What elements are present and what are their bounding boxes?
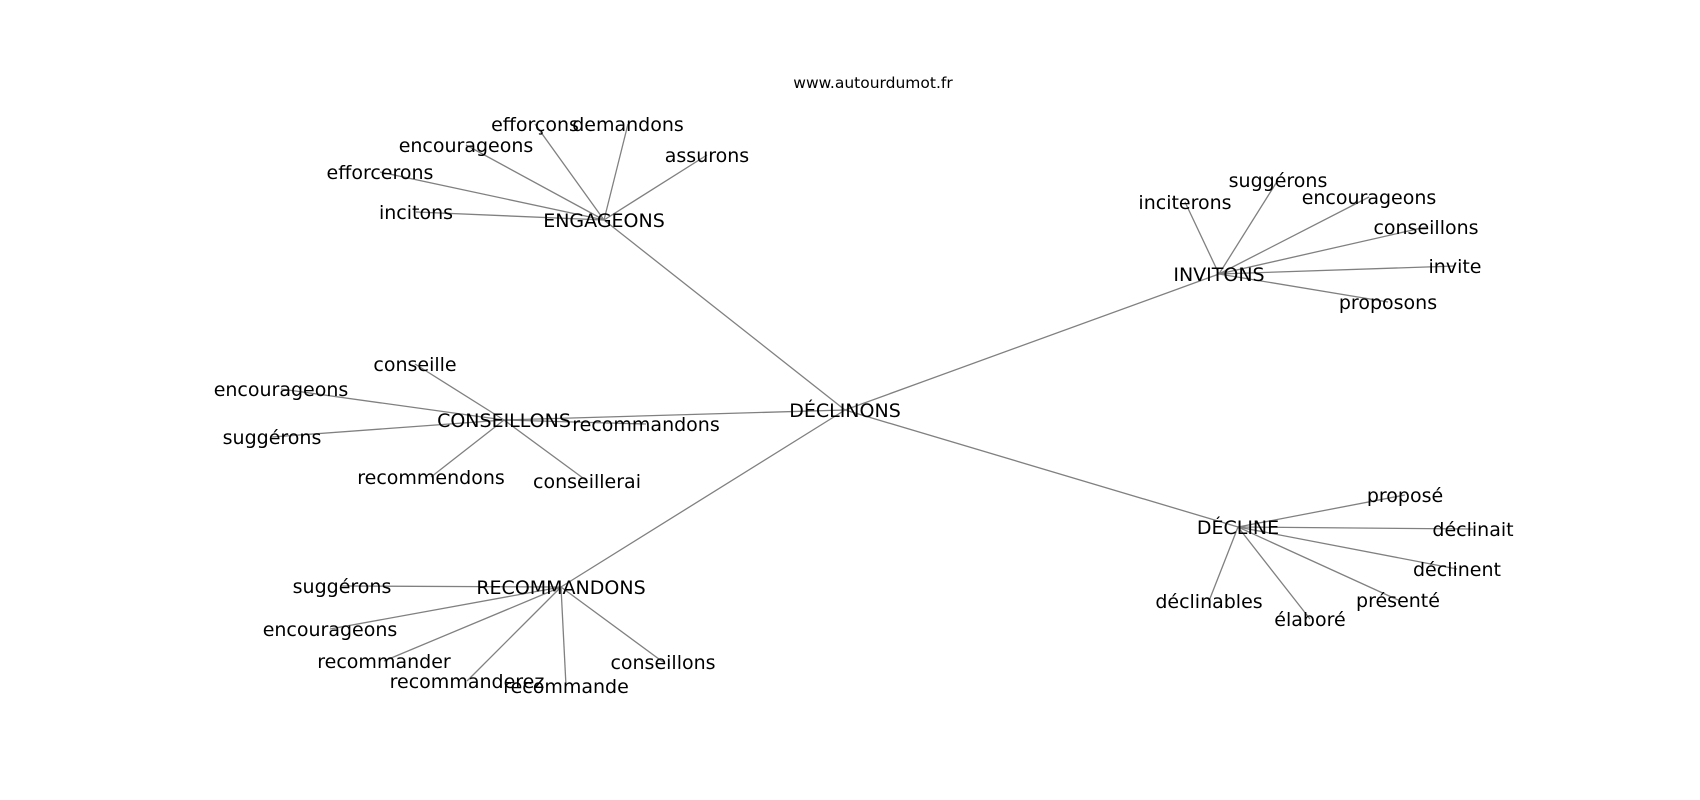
edge-hub-to-leaf	[1218, 265, 1456, 275]
leaf-node-label: suggérons	[223, 427, 322, 449]
leaf-node-label: recommanderez	[390, 671, 545, 693]
edge-hub-to-leaf	[1237, 526, 1474, 530]
leaf-node-label: inciterons	[1138, 192, 1231, 214]
leaf-node-label: conseille	[373, 354, 456, 376]
edge-hub-to-leaf	[414, 363, 505, 421]
edge-hub-to-leaf	[280, 388, 505, 421]
edge-center-to-hub	[844, 273, 1220, 411]
edge-hub-to-leaf	[603, 154, 708, 221]
leaf-node-label: suggérons	[1229, 170, 1328, 192]
edge-hub-to-leaf	[341, 585, 562, 588]
leaf-node-label: conseillons	[610, 652, 715, 674]
edge-hub-to-leaf	[415, 211, 605, 221]
leaf-node-label: demandons	[572, 114, 684, 136]
hub-node-label: INVITONS	[1173, 264, 1264, 286]
leaf-node-label: encourageons	[214, 379, 349, 401]
edge-hub-to-leaf	[560, 586, 567, 687]
edge-hub-to-leaf	[503, 419, 588, 482]
edge-hub-to-leaf	[271, 419, 505, 438]
leaf-node-label: encourageons	[1302, 187, 1437, 209]
edge-center-to-hub	[603, 219, 846, 411]
leaf-node-label: conseillerai	[533, 471, 641, 493]
leaf-node-label: déclinables	[1155, 591, 1262, 613]
edge-hub-to-leaf	[383, 586, 562, 662]
edge-center-to-hub	[844, 409, 1239, 528]
leaf-node-label: invite	[1429, 256, 1482, 278]
leaf-node-label: recommander	[317, 651, 451, 673]
leaf-node-label: encourageons	[399, 135, 534, 157]
edge-hub-to-leaf	[329, 586, 562, 630]
edge-hub-to-leaf	[1237, 526, 1399, 601]
edge-hub-to-leaf	[466, 586, 562, 682]
edge-hub-to-leaf	[503, 419, 647, 425]
edge-center-to-hub	[560, 409, 846, 588]
leaf-node-label: recommande	[503, 676, 629, 698]
edge-hub-to-leaf	[534, 123, 605, 221]
edge-hub-to-leaf	[430, 419, 505, 478]
leaf-node-label: présenté	[1356, 590, 1440, 612]
leaf-node-label: proposé	[1367, 485, 1443, 507]
edge-hub-to-leaf	[1218, 273, 1389, 303]
leaf-node-label: élaboré	[1274, 609, 1345, 631]
edge-hub-to-leaf	[1218, 226, 1427, 275]
leaf-node-label: recommendons	[357, 467, 505, 489]
leaf-node-label: recommandons	[572, 414, 719, 436]
edge-hub-to-leaf	[1208, 526, 1239, 602]
edge-hub-to-leaf	[603, 123, 629, 221]
leaf-node-label: efforçons	[491, 114, 579, 136]
edge-hub-to-leaf	[1218, 179, 1279, 275]
edge-hub-to-leaf	[1237, 526, 1311, 620]
edge-center-to-hub	[503, 409, 846, 421]
edge-hub-to-leaf	[1218, 196, 1370, 275]
leaf-node-label: conseillons	[1373, 217, 1478, 239]
hub-node-label: RECOMMANDONS	[476, 577, 645, 599]
leaf-node-label: déclinait	[1432, 519, 1513, 541]
edge-hub-to-leaf	[560, 586, 664, 663]
leaf-node-label: suggérons	[293, 576, 392, 598]
leaf-node-label: proposons	[1339, 292, 1437, 314]
center-node-label: DÉCLINONS	[789, 399, 901, 422]
leaf-node-label: encourageons	[263, 619, 398, 641]
hub-node-label: DÉCLINE	[1197, 516, 1279, 539]
hub-node-label: ENGAGEONS	[543, 210, 665, 232]
edge-hub-to-leaf	[1237, 494, 1406, 528]
edge-hub-to-leaf	[1184, 201, 1220, 275]
leaf-node-label: incitons	[379, 202, 453, 224]
graph-edges	[271, 123, 1474, 687]
leaf-node-label: déclinent	[1413, 559, 1501, 581]
leaf-node-label: efforcerons	[327, 162, 434, 184]
edge-hub-to-leaf	[1237, 526, 1458, 570]
edge-hub-to-leaf	[379, 171, 605, 221]
source-watermark: www.autourdumot.fr	[793, 74, 953, 92]
hub-node-label: CONSEILLONS	[437, 410, 571, 432]
edge-hub-to-leaf	[465, 144, 605, 221]
leaf-node-label: assurons	[665, 145, 749, 167]
